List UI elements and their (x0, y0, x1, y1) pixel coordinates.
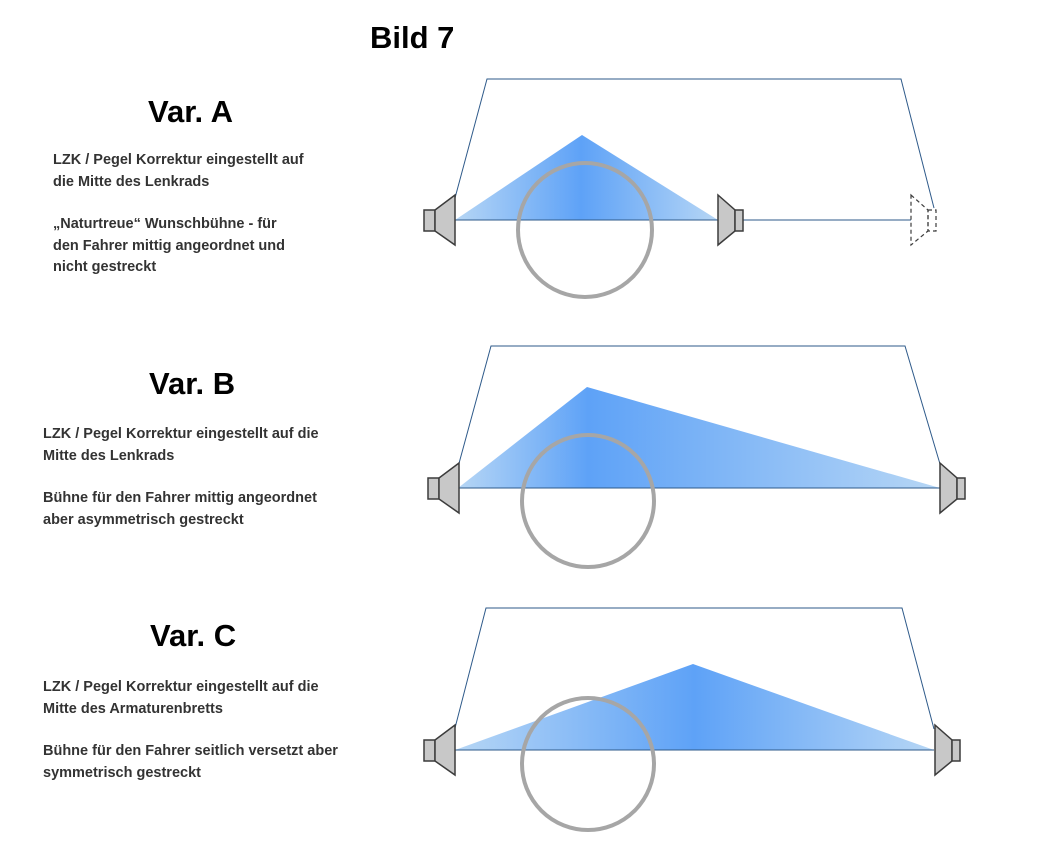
description-line: LZK / Pegel Korrektur eingestellt auf di… (43, 679, 319, 695)
description-line: aber asymmetrisch gestreckt (43, 511, 244, 528)
description-line: die Mitte des Lenkrads (53, 173, 210, 190)
variant-a-diagram (423, 78, 937, 299)
sound-stage (458, 387, 940, 488)
description-line: LZK / Pegel Korrektur eingestellt auf (53, 152, 304, 168)
description-line: LZK / Pegel Korrektur eingestellt auf di… (43, 426, 319, 442)
cabin-outline (457, 345, 941, 468)
sound-stage (455, 664, 934, 750)
description-line: Mitte des Lenkrads (43, 447, 175, 464)
description-line: den Fahrer mittig angeordnet und (53, 237, 286, 254)
description-line: „Naturtreue“ Wunschbühne - für (53, 216, 277, 232)
speaker-right-dashed-icon (910, 193, 937, 247)
variant-c-diagram (423, 607, 961, 832)
variant-b-diagram (427, 345, 966, 569)
description-line: symmetrisch gestreckt (43, 764, 201, 781)
description-line: nicht gestreckt (53, 259, 157, 275)
speaker-left-icon (423, 723, 456, 777)
variant-a-heading: Var. A (148, 94, 234, 129)
cabin-outline (454, 78, 935, 209)
speaker-left-icon (427, 461, 460, 515)
figure-title: Bild 7 (370, 20, 455, 55)
variant-c-heading: Var. C (150, 618, 237, 653)
cabin-outline (454, 607, 935, 730)
sound-stage (455, 135, 718, 220)
speaker-left-icon (423, 193, 456, 247)
speaker-right-icon (939, 461, 966, 515)
description-line: Mitte des Armaturenbretts (43, 700, 223, 717)
speaker-right-icon (934, 723, 961, 777)
variant-a-description: LZK / Pegel Korrektur eingestellt auf di… (53, 150, 304, 279)
steering-wheel (516, 161, 654, 299)
steering-wheel (520, 433, 656, 569)
speaker-center-icon (717, 193, 744, 247)
steering-wheel (520, 696, 656, 832)
variant-c-description: LZK / Pegel Korrektur eingestellt auf di… (43, 677, 338, 784)
description-line: Bühne für den Fahrer mittig angeordnet (43, 490, 317, 506)
variant-b-heading: Var. B (149, 366, 236, 401)
variant-b-description: LZK / Pegel Korrektur eingestellt auf di… (43, 424, 319, 531)
description-line: Bühne für den Fahrer seitlich versetzt a… (43, 743, 338, 759)
